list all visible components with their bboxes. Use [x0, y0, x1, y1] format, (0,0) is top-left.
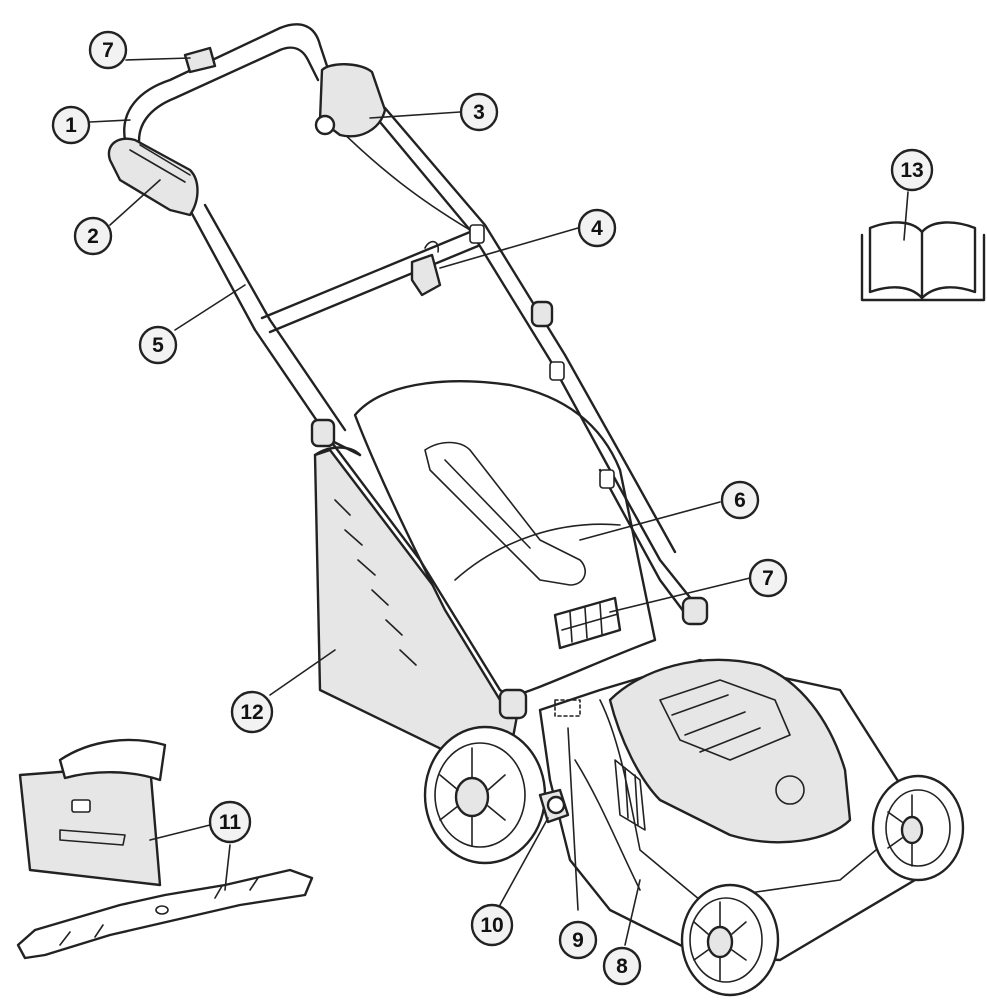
callout-label: 7: [762, 567, 774, 590]
callout-9: 9: [558, 920, 598, 960]
callout-label: 11: [219, 811, 242, 834]
callout-13: 13: [890, 148, 934, 192]
callout-11: 11: [208, 800, 252, 844]
callout-label: 7: [102, 39, 114, 62]
callout-5: 5: [138, 325, 178, 365]
callout-label: 4: [591, 217, 603, 240]
callout-7-body: 7: [748, 558, 788, 598]
height-adjustment-lever: [538, 788, 570, 824]
callout-8: 8: [602, 946, 642, 986]
callout-label: 5: [152, 334, 164, 357]
callout-4: 4: [577, 208, 617, 248]
callout-label: 1: [65, 114, 77, 137]
cable-strain-relief: [410, 240, 442, 297]
callout-label: 3: [473, 101, 485, 124]
callout-6: 6: [720, 480, 760, 520]
callout-label: 9: [572, 929, 584, 952]
cutting-blade: [16, 868, 314, 960]
rear-left-wheel: [423, 725, 547, 865]
callout-12: 12: [230, 690, 274, 734]
cable-clip: [183, 46, 217, 74]
callout-label: 12: [240, 701, 263, 724]
safety-start-lever: [107, 137, 199, 217]
mulch-plug: [18, 738, 167, 887]
operator-manual-book-icon: [860, 221, 986, 302]
leader-lines: [89, 57, 909, 946]
callout-label: 10: [480, 914, 503, 937]
switch-box: [314, 63, 387, 138]
callout-7-top: 7: [88, 30, 128, 70]
rear-cover-flap: [353, 380, 657, 702]
front-right-wheel: [871, 774, 965, 882]
callout-label: 8: [616, 955, 628, 978]
callout-label: 13: [900, 159, 923, 182]
callout-3: 3: [459, 92, 499, 132]
callout-1: 1: [51, 105, 91, 145]
callout-label: 6: [734, 489, 746, 512]
handle-assembly: [123, 23, 709, 720]
mower-deck: [538, 658, 917, 962]
callout-2: 2: [73, 216, 113, 256]
front-left-wheel: [680, 883, 780, 997]
callout-label: 2: [87, 225, 99, 248]
callout-10: 10: [470, 903, 514, 947]
